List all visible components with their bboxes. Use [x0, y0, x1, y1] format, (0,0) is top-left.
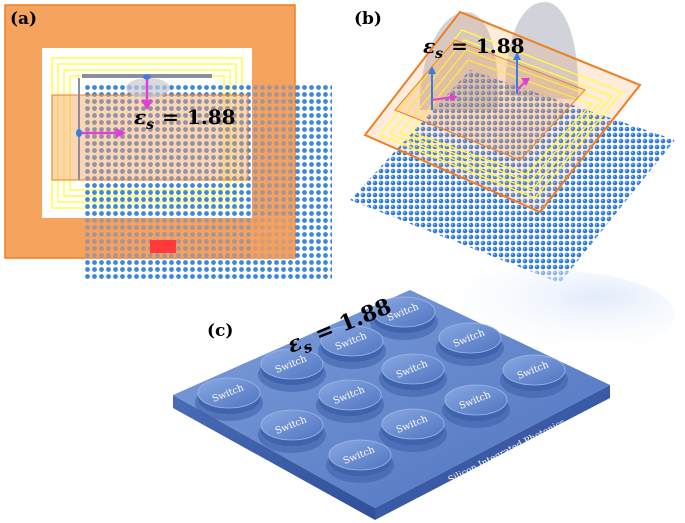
panel-b: εs=1.88 (b)	[350, 2, 675, 283]
switch-disk: Switch	[442, 385, 510, 428]
panel-a-label: (a)	[10, 9, 37, 29]
switch-disk: Switch	[316, 380, 384, 423]
switch-disk: Switch	[326, 440, 394, 483]
red-source-marker	[150, 240, 176, 253]
switch-disk: Switch	[436, 323, 504, 366]
switch-disk: Switch	[379, 354, 447, 397]
switch-disk: Switch	[500, 355, 568, 398]
switch-disk: Switch	[195, 378, 263, 421]
panel-c-label: (c)	[207, 321, 233, 341]
panel-a: εs=1.88 (a)	[5, 5, 332, 281]
panel-c: SwitchSwitchSwitchSwitchSwitchSwitchSwit…	[173, 270, 675, 520]
switch-disk: Switch	[258, 410, 326, 453]
switch-disk: Switch	[379, 409, 447, 452]
panel-b-label: (b)	[354, 9, 382, 29]
